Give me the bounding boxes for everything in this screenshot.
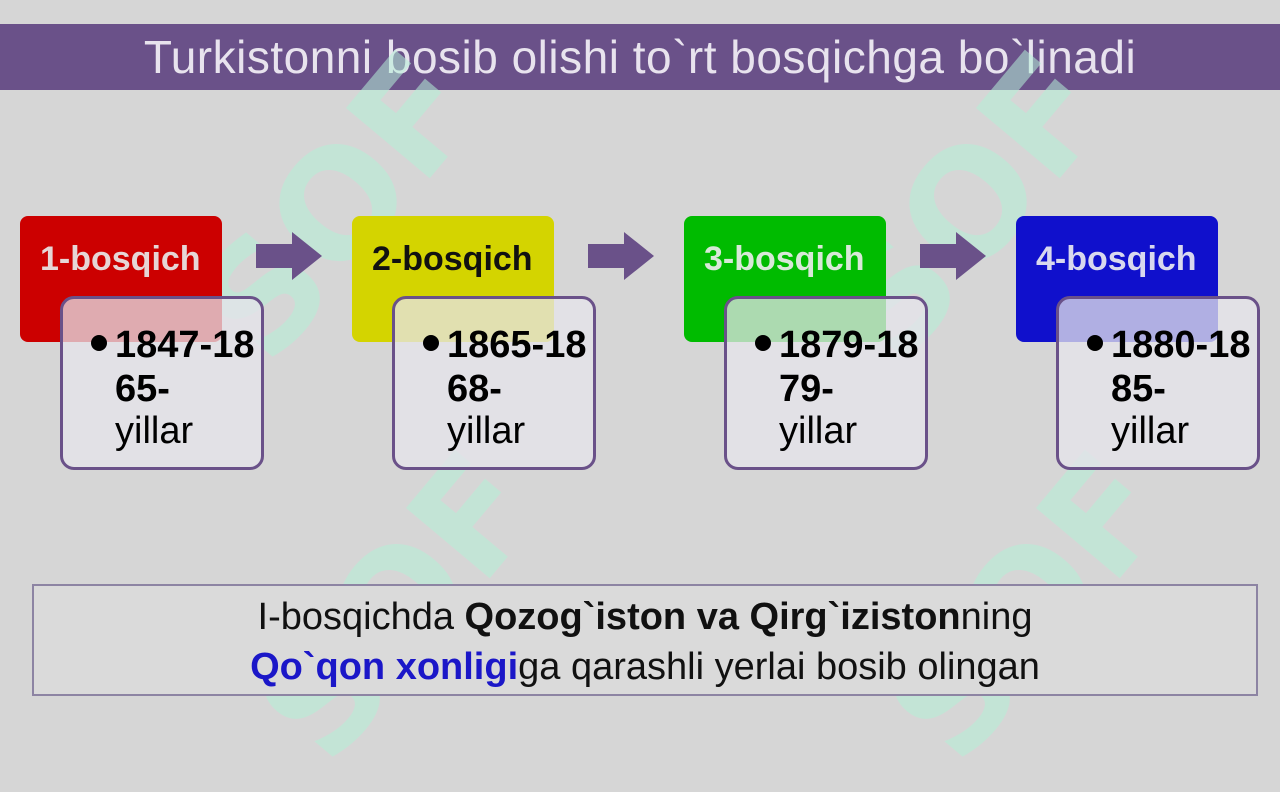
stage-3-years-box: 1879-1879- yillar [724, 296, 928, 470]
stage-2-years: 1865-1868- [447, 324, 587, 410]
stage-4-label: 4-bosqich [1036, 240, 1197, 278]
summary-text: ning [960, 596, 1033, 638]
stage-1-years-box: 1847-1865- yillar [60, 296, 264, 470]
summary-highlight-blue: Qo`qon xonligi [250, 646, 519, 688]
slide-title: Turkistonni bosib olishi to`rt bosqichga… [143, 31, 1137, 83]
bullet-icon [423, 335, 439, 351]
stage-2-years-box: 1865-1868- yillar [392, 296, 596, 470]
summary-box: I-bosqichda Qozog`iston va Qirg`izistonn… [32, 584, 1258, 696]
stage-3-label: 3-bosqich [704, 240, 865, 278]
stage-2-unit: yillar [447, 410, 526, 452]
stage-2-label: 2-bosqich [372, 240, 533, 278]
stage-3-years: 1879-1879- [779, 324, 919, 410]
bullet-icon [755, 335, 771, 351]
summary-text: I-bosqichda [257, 596, 465, 638]
stage-1-years: 1847-1865- [115, 324, 255, 410]
summary-line-2: Qo`qon xonligiga qarashli yerlai bosib o… [34, 642, 1256, 692]
stage-3-unit: yillar [779, 410, 858, 452]
summary-line-1: I-bosqichda Qozog`iston va Qirg`izistonn… [34, 592, 1256, 642]
arrow-right-icon [920, 232, 986, 280]
title-bar: Turkistonni bosib olishi to`rt bosqichga… [0, 24, 1280, 90]
stage-4-years-box: 1880-1885- yillar [1056, 296, 1260, 470]
summary-text: ga qarashli yerlai bosib olingan [518, 646, 1040, 688]
arrow-right-icon [256, 232, 322, 280]
stage-1-unit: yillar [115, 410, 194, 452]
bullet-icon [1087, 335, 1103, 351]
bullet-icon [91, 335, 107, 351]
summary-highlight: Qozog`iston va Qirg`iziston [464, 596, 961, 638]
stage-1-label: 1-bosqich [40, 240, 201, 278]
stage-4-years: 1880-1885- [1111, 324, 1251, 410]
stage-4-unit: yillar [1111, 410, 1190, 452]
arrow-right-icon [588, 232, 654, 280]
